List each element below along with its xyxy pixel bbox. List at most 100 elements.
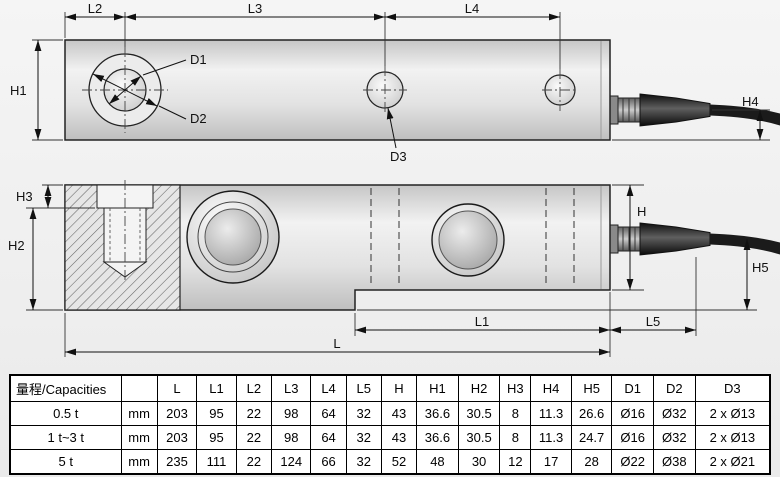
dimension-cell: 64 (310, 401, 347, 426)
dimension-cell: 43 (380, 425, 418, 450)
dimension-cell: 22 (235, 401, 272, 426)
dimension-cell: 2 x Ø21 (694, 449, 771, 475)
dim-h4: H4 (612, 94, 770, 141)
dim-h3: H3 (16, 184, 95, 209)
dimension-column-header: H4 (530, 374, 572, 402)
dimension-cell: 95 (196, 425, 237, 450)
dim-label-h: H (637, 204, 646, 219)
dimension-cell: 32 (345, 401, 382, 426)
dim-label-h5: H5 (752, 260, 769, 275)
dim-h2: H2 (8, 208, 63, 311)
unit-cell: mm (120, 425, 158, 450)
dimension-column-header: D1 (611, 374, 655, 402)
dim-h5: H5 (357, 239, 769, 311)
dim-label-l5: L5 (646, 314, 660, 329)
dimension-cell: 32 (345, 449, 382, 475)
dimension-column-header: H5 (570, 374, 613, 402)
cable-wire (710, 233, 780, 255)
dimension-cell: 22 (235, 425, 272, 450)
dim-l5: L5 (610, 257, 697, 336)
cable-boot (639, 93, 711, 127)
dimension-cell: 203 (156, 425, 198, 450)
dim-label-h1: H1 (10, 83, 27, 98)
leader-d2 (158, 105, 187, 120)
top-view: D1 D2 D3 L2 L3 L4 (10, 1, 780, 164)
load-button-left (186, 190, 280, 284)
dimension-cell: Ø32 (653, 425, 696, 450)
dimension-cell: 98 (270, 401, 312, 426)
hole-right (542, 69, 578, 111)
dim-l: L (64, 313, 610, 357)
dimension-cell: 95 (196, 401, 237, 426)
dim-l2-l3-l4: L2 L3 L4 (64, 1, 561, 69)
dimension-cell: 8 (499, 425, 532, 450)
dimension-column-header: L2 (235, 374, 272, 402)
dimension-cell: 64 (310, 425, 347, 450)
dimension-cell: 8 (499, 401, 532, 426)
dimension-cell: 30 (457, 449, 501, 475)
hidden-hole-lines (370, 188, 575, 287)
dimension-cell: 66 (310, 449, 347, 475)
dimension-cell: 36.6 (416, 401, 459, 426)
dimension-cell: 28 (570, 449, 613, 475)
dimension-column-header: D2 (653, 374, 696, 402)
dim-label-l2: L2 (88, 1, 102, 16)
dimension-cell: 124 (270, 449, 312, 475)
dim-label-l3: L3 (248, 1, 262, 16)
dim-label-l: L (333, 336, 340, 351)
dimension-column-header: H2 (457, 374, 501, 402)
side-view: H3 H2 H H5 (8, 180, 780, 357)
dimension-column-header (120, 374, 158, 402)
dimension-cell: 52 (380, 449, 418, 475)
cable-assembly-side (608, 222, 780, 256)
leader-d1 (142, 59, 187, 76)
dimension-cell: 48 (416, 449, 459, 475)
load-button-right (431, 203, 505, 277)
dimension-column-header: H (380, 374, 418, 402)
dimension-cell: 17 (530, 449, 572, 475)
dimension-cell: 24.7 (570, 425, 613, 450)
dimension-cell: Ø38 (653, 449, 696, 475)
dimension-cell: 98 (270, 425, 312, 450)
hole-d3 (363, 66, 407, 114)
hole-d2-counterbore (82, 47, 168, 133)
dim-label-l1: L1 (475, 314, 489, 329)
threaded-hole (96, 180, 154, 283)
dimension-column-header: L5 (345, 374, 382, 402)
dimension-column-header: L3 (270, 374, 312, 402)
capacity-column-header: 量程/Capacities (9, 374, 122, 402)
dimension-column-header: L1 (196, 374, 237, 402)
dimension-cell: 235 (156, 449, 198, 475)
dimension-column-header: D3 (694, 374, 771, 402)
capacity-cell: 5 t (9, 449, 122, 475)
dimension-column-header: L4 (310, 374, 347, 402)
dimension-cell: Ø16 (611, 401, 655, 426)
load-cell-drawing: D1 D2 D3 L2 L3 L4 (8, 1, 780, 357)
dim-label-l4: L4 (465, 1, 479, 16)
dimension-column-header: H3 (499, 374, 532, 402)
dimension-cell: 32 (345, 425, 382, 450)
dimension-column-header: L (156, 374, 198, 402)
dimension-cell: 22 (235, 449, 272, 475)
unit-cell: mm (120, 401, 158, 426)
dimension-cell: 43 (380, 401, 418, 426)
dim-label-h2: H2 (8, 238, 25, 253)
dimension-cell: 2 x Ø13 (694, 425, 771, 450)
dimension-cell: 111 (196, 449, 237, 475)
capacity-cell: 1 t~3 t (9, 425, 122, 450)
dimension-cell: 36.6 (416, 425, 459, 450)
dim-l1: L1 (354, 292, 611, 357)
dimension-cell: 2 x Ø13 (694, 401, 771, 426)
dimension-cell: Ø22 (611, 449, 655, 475)
dimension-cell: Ø16 (611, 425, 655, 450)
dimension-cell: 30.5 (457, 425, 501, 450)
leader-d3 (386, 107, 397, 149)
